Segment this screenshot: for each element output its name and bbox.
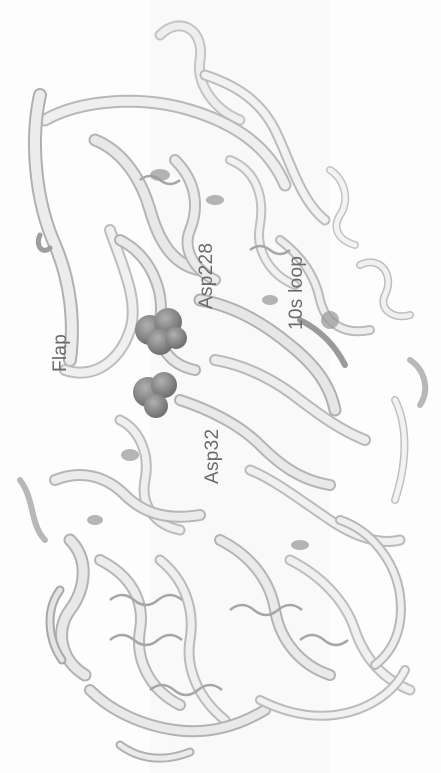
label-10s-loop: 10s loop: [286, 256, 308, 330]
label-asp228: Asp228: [196, 243, 218, 309]
label-asp32: Asp32: [202, 429, 224, 484]
label-flap: Flap: [50, 334, 72, 372]
